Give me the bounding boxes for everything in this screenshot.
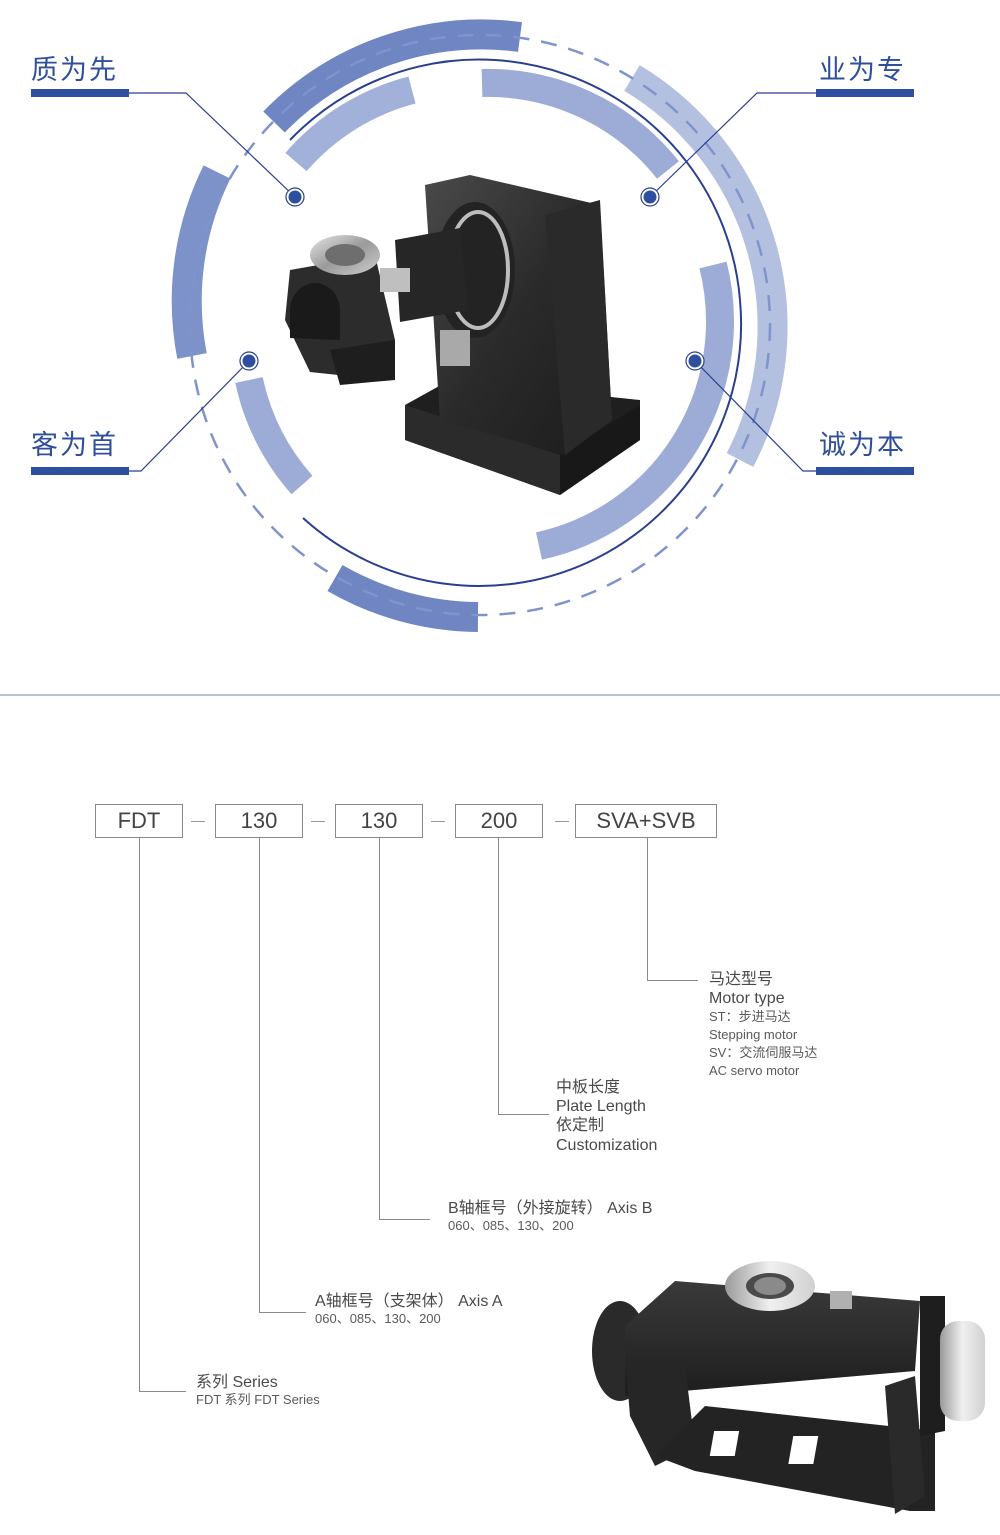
motor-line-st: ST：步进马达 xyxy=(709,1009,791,1025)
axis-b-options: 060、085、130、200 xyxy=(448,1218,574,1234)
value-label-professional: 业为专 xyxy=(819,55,906,86)
arc-band-left xyxy=(171,165,231,359)
product-image-dual-axis-frame xyxy=(592,1261,985,1514)
code-separator xyxy=(311,821,325,822)
code-separator xyxy=(555,821,569,822)
code-box-plate-length: 200 xyxy=(455,804,543,838)
code-box-axis-b: 130 xyxy=(335,804,423,838)
code-box-series: FDT xyxy=(95,804,183,838)
desc-plate-length: 中板长度 Plate Length 依定制 Customization xyxy=(556,1078,657,1155)
code-separator xyxy=(191,821,205,822)
code-box-motor-type: SVA+SVB xyxy=(575,804,717,838)
motor-title-en: Motor type xyxy=(709,990,785,1008)
motor-line-sv: SV：交流伺服马达 xyxy=(709,1045,818,1061)
axis-a-title: A轴框号（支架体） Axis A xyxy=(315,1293,503,1310)
plate-title-cn: 中板长度 xyxy=(556,1079,621,1096)
value-underline-integrity xyxy=(816,467,914,475)
dot-marker-bottom-right xyxy=(685,351,705,371)
thin-ring-top xyxy=(289,58,741,301)
arc-band-right-light xyxy=(624,65,788,467)
value-underline-quality xyxy=(31,89,129,97)
leader-motor-h xyxy=(647,980,698,981)
value-underline-professional xyxy=(816,89,914,97)
desc-series: 系列 Series FDT 系列 FDT Series xyxy=(196,1373,320,1408)
leader-plate-v xyxy=(498,838,499,1114)
leader-series-v xyxy=(139,838,140,1391)
leader-plate-h xyxy=(498,1114,549,1115)
motor-title-cn: 马达型号 xyxy=(709,971,774,988)
dot-marker-bottom-left xyxy=(239,351,259,371)
plate-line-cn: 依定制 xyxy=(556,1117,605,1135)
arc-inner-top-right xyxy=(481,68,679,179)
leader-axis-b-h xyxy=(379,1219,430,1220)
leader-motor-v xyxy=(647,838,648,980)
product-image-positioner xyxy=(285,175,640,495)
value-underline-customer xyxy=(31,467,129,475)
axis-a-options: 060、085、130、200 xyxy=(315,1311,441,1327)
code-box-axis-a: 130 xyxy=(215,804,303,838)
value-label-customer: 客为首 xyxy=(31,430,118,461)
section-divider xyxy=(0,694,1000,696)
value-label-quality: 质为先 xyxy=(31,55,118,86)
arc-inner-top-left xyxy=(285,76,416,172)
value-label-integrity: 诚为本 xyxy=(819,430,906,461)
leader-bottom-right xyxy=(694,360,816,472)
arc-inner-lower-left xyxy=(235,376,313,495)
desc-axis-b: B轴框号（外接旋转） Axis B 060、085、130、200 xyxy=(448,1199,652,1234)
leader-axis-a-v xyxy=(259,838,260,1312)
axis-b-title: B轴框号（外接旋转） Axis B xyxy=(448,1200,653,1217)
leader-top-left xyxy=(128,92,296,198)
dot-marker-top-left xyxy=(285,187,305,207)
desc-axis-a: A轴框号（支架体） Axis A 060、085、130、200 xyxy=(315,1292,503,1327)
arc-inner-right xyxy=(536,261,734,560)
plate-title-en: Plate Length xyxy=(556,1098,646,1116)
leader-top-right xyxy=(649,92,816,198)
series-sub: FDT 系列 FDT Series xyxy=(196,1392,320,1408)
plate-line-en: Customization xyxy=(556,1136,658,1154)
leader-series-h xyxy=(139,1391,186,1392)
thin-ring-right xyxy=(302,299,743,587)
leader-axis-a-h xyxy=(259,1312,306,1313)
series-title: 系列 Series xyxy=(196,1374,278,1391)
dot-marker-top-right xyxy=(640,187,660,207)
code-separator xyxy=(431,821,445,822)
dashed-ring xyxy=(188,33,772,617)
motor-line-ac-servo: AC servo motor xyxy=(709,1063,800,1079)
desc-motor-type: 马达型号 Motor type ST：步进马达 Stepping motor S… xyxy=(709,970,817,1080)
hero-section: 质为先 业为专 客为首 诚为本 xyxy=(0,0,1000,695)
motor-line-stepping: Stepping motor xyxy=(709,1027,798,1043)
model-code-section: FDT 130 130 200 SVA+SVB 马达型号 Motor type … xyxy=(0,696,1000,1535)
ring-graphic xyxy=(128,19,816,632)
leader-bottom-left xyxy=(128,360,250,472)
leader-axis-b-v xyxy=(379,838,380,1219)
arc-band-bottom xyxy=(327,564,479,632)
